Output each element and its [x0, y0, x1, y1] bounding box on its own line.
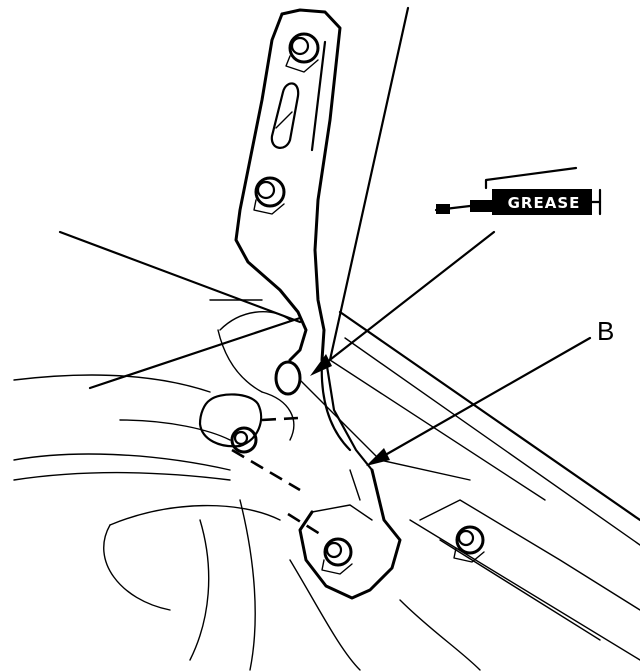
pivot-ring: [274, 360, 302, 396]
bolt-upper: [285, 32, 320, 73]
bolt-middle: [253, 176, 286, 215]
grease-leader-arrow: [310, 230, 496, 376]
bolt-body: [453, 525, 485, 563]
hinge-bracket: [234, 8, 402, 600]
dashed-pivot-line: [231, 416, 321, 536]
callout-b-label: B: [597, 316, 615, 346]
bolt-left: [230, 426, 258, 454]
bracket-slot: [270, 82, 300, 149]
callout-b-arrow: [366, 336, 592, 466]
hood-stay-knob: [198, 393, 263, 448]
body-structure: [13, 6, 640, 671]
grease-gun-icon: [434, 166, 602, 216]
grease-label: GREASE: [507, 194, 581, 212]
bolt-lower: [321, 537, 353, 575]
